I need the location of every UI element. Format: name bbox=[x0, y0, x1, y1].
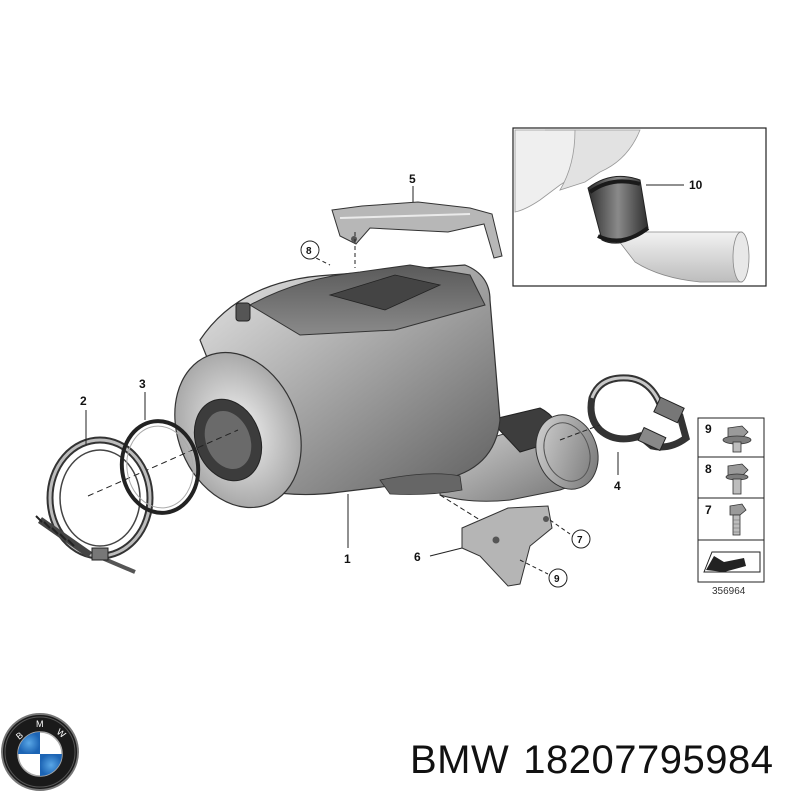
callout-9: 9 bbox=[554, 574, 560, 585]
bracket-part-6 bbox=[429, 494, 553, 587]
legend-bolt-9-icon bbox=[722, 425, 752, 453]
legend-label-9: 9 bbox=[705, 422, 712, 436]
callout-9-circle bbox=[548, 568, 568, 588]
legend-label-7: 7 bbox=[705, 503, 712, 517]
svg-text:B: B bbox=[14, 730, 25, 742]
pipe-clamp-part-4 bbox=[587, 374, 691, 475]
legend-arrow-icon bbox=[703, 551, 761, 573]
callout-7-circle bbox=[571, 529, 591, 549]
inset-detail-hose bbox=[512, 127, 767, 287]
callout-2: 2 bbox=[80, 394, 87, 408]
diagram-ref-number: 356964 bbox=[712, 586, 746, 597]
callout-6: 6 bbox=[414, 550, 421, 564]
leader-line-6 bbox=[429, 547, 463, 557]
callout-4: 4 bbox=[614, 479, 621, 493]
v-band-clamp-part-2 bbox=[35, 410, 154, 574]
legend-stud-7-icon bbox=[729, 503, 747, 536]
brand-name: BMW bbox=[410, 738, 510, 782]
callout-1: 1 bbox=[344, 552, 351, 566]
gasket-part-3 bbox=[119, 392, 201, 515]
part-caption: BMW 18207795984 bbox=[410, 738, 773, 783]
legend-label-8: 8 bbox=[705, 462, 712, 476]
callout-10: 10 bbox=[689, 178, 703, 192]
callout-7: 7 bbox=[577, 535, 583, 546]
callout-5: 5 bbox=[409, 172, 416, 186]
bracket-part-5 bbox=[331, 186, 503, 259]
legend-bolt-8-icon bbox=[725, 463, 749, 495]
svg-text:M: M bbox=[36, 719, 44, 729]
part-number: 18207795984 bbox=[523, 738, 774, 782]
callout-8-circle bbox=[300, 240, 320, 260]
callout-8: 8 bbox=[306, 246, 312, 257]
bmw-logo: B M W bbox=[1, 713, 79, 791]
fastener-legend bbox=[697, 417, 765, 583]
callout-3: 3 bbox=[139, 377, 146, 391]
diesel-particulate-filter-part-1 bbox=[174, 264, 599, 548]
